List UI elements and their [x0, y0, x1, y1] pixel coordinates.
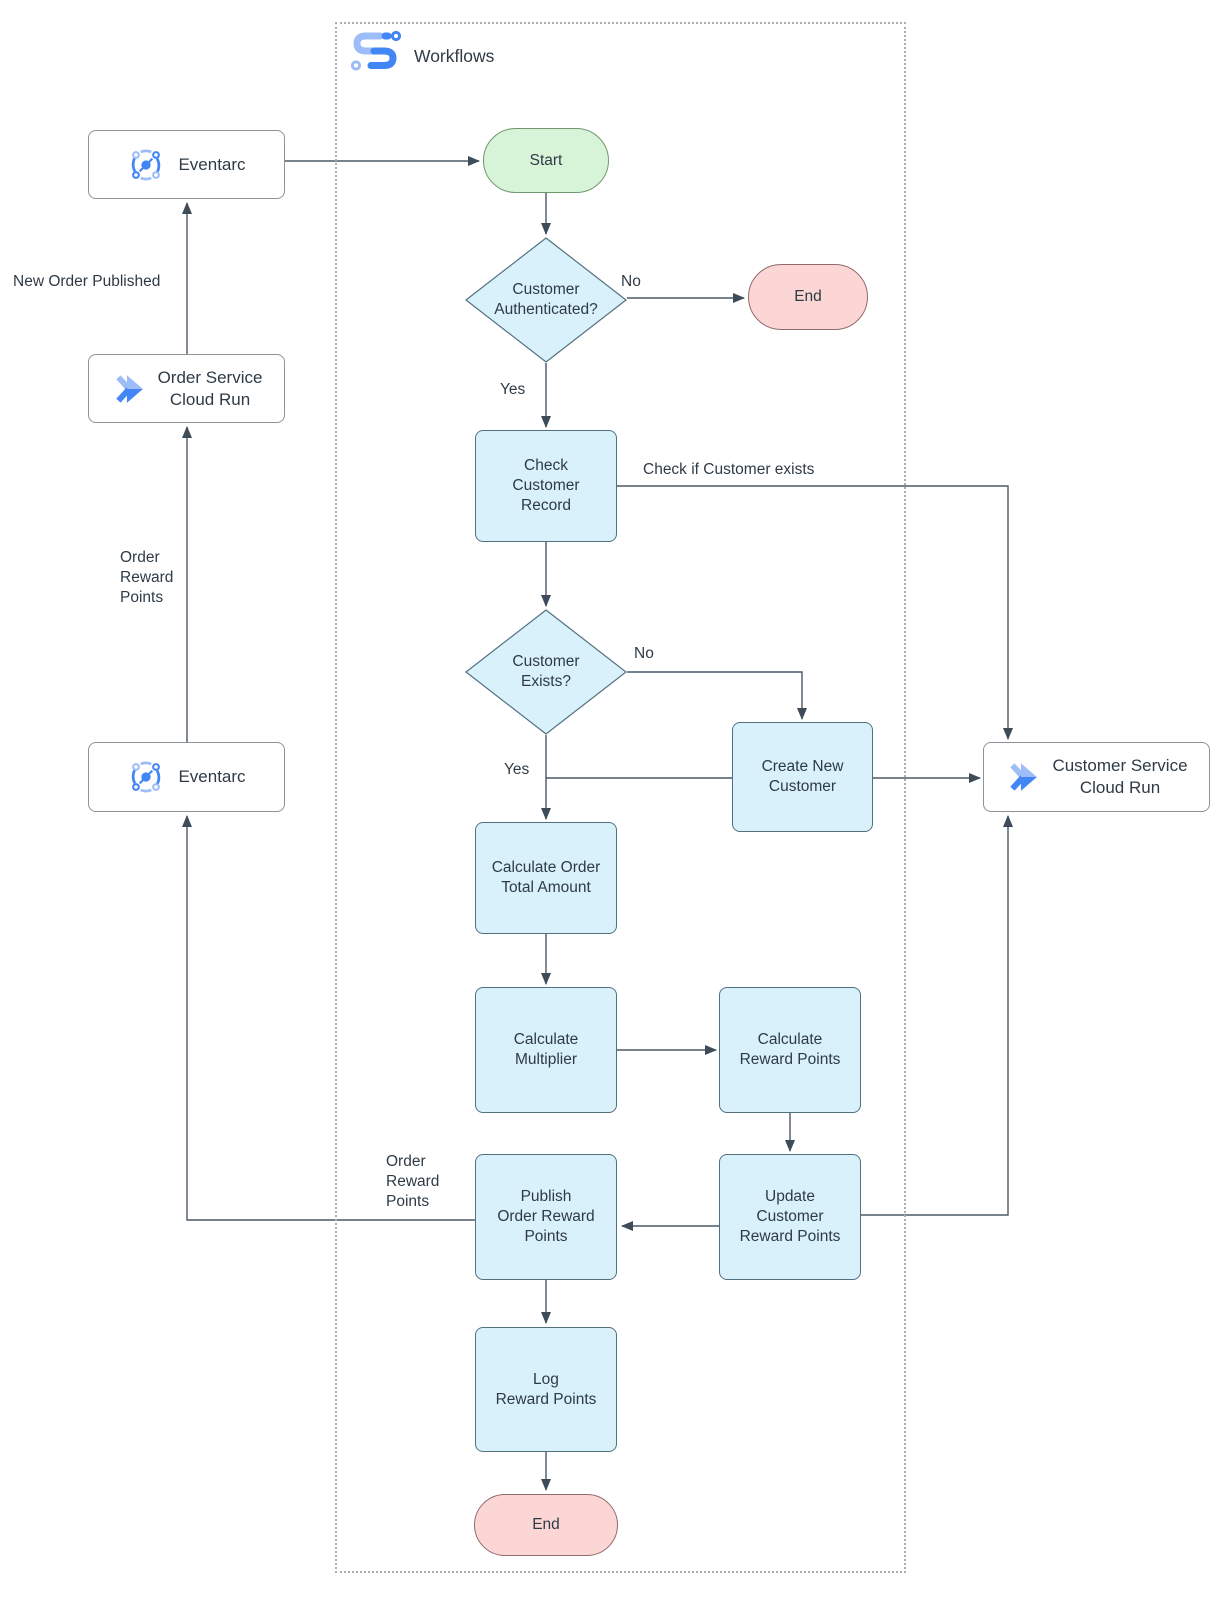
edge-update-to-customer-service — [861, 815, 1013, 1216]
workflows-group-boundary — [335, 22, 906, 1573]
node-update-customer-reward-points[interactable]: Update Customer Reward Points — [719, 1154, 861, 1280]
external-label: Eventarc — [178, 767, 246, 786]
label-no-exists: No — [634, 645, 654, 662]
node-label: Customer Exists? — [512, 653, 580, 690]
label-yes-exists: Yes — [504, 761, 530, 778]
label-order-reward-points-mid: Order Reward Points — [386, 1153, 440, 1210]
node-create-new-customer[interactable]: Create New Customer — [732, 722, 873, 832]
node-calculate-multiplier[interactable]: Calculate Multiplier — [475, 987, 617, 1113]
external-eventarc-top[interactable]: Eventarc — [88, 130, 285, 199]
external-eventarc-bottom[interactable]: Eventarc — [88, 742, 285, 812]
node-customer-authenticated[interactable]: Customer Authenticated? — [465, 237, 627, 363]
node-calculate-reward-points[interactable]: Calculate Reward Points — [719, 987, 861, 1113]
node-customer-exists[interactable]: Customer Exists? — [465, 609, 627, 735]
external-customer-service-cloud-run[interactable]: Customer Service Cloud Run — [983, 742, 1210, 812]
eventarc-icon — [132, 149, 161, 180]
node-publish-order-reward-points[interactable]: Publish Order Reward Points — [475, 1154, 617, 1280]
external-order-service-cloud-run[interactable]: Order Service Cloud Run — [88, 354, 285, 423]
external-label: Customer Service Cloud Run — [1052, 756, 1188, 797]
diamond-shape — [465, 237, 627, 363]
workflows-title: Workflows — [414, 46, 495, 66]
node-end-top[interactable]: End — [748, 264, 868, 330]
cloud-run-icon — [115, 374, 143, 403]
label-yes-auth: Yes — [500, 381, 526, 398]
label-order-reward-points-left: Order Reward Points — [120, 549, 174, 606]
edge-check-to-customer-service — [617, 485, 1013, 740]
node-end-bottom[interactable]: End — [474, 1494, 618, 1556]
node-label: Customer Authenticated? — [494, 281, 598, 318]
node-log-reward-points[interactable]: Log Reward Points — [475, 1327, 617, 1452]
node-calculate-order-total[interactable]: Calculate Order Total Amount — [475, 822, 617, 934]
diamond-shape — [465, 609, 627, 735]
external-label: Eventarc — [178, 154, 246, 174]
label-new-order-published: New Order Published — [13, 273, 161, 290]
cloud-run-icon — [1010, 763, 1038, 791]
eventarc-icon — [132, 761, 161, 793]
label-check-if-customer-exists: Check if Customer exists — [643, 461, 815, 478]
edge-exists-no-to-create — [627, 671, 807, 720]
external-label: Order Service Cloud Run — [157, 367, 263, 409]
node-start[interactable]: Start — [483, 128, 609, 193]
label-no-auth: No — [621, 273, 641, 290]
node-check-customer-record[interactable]: Check Customer Record — [475, 430, 617, 542]
workflows-icon — [350, 30, 402, 71]
edge-publish-to-eventarc — [182, 815, 475, 1221]
